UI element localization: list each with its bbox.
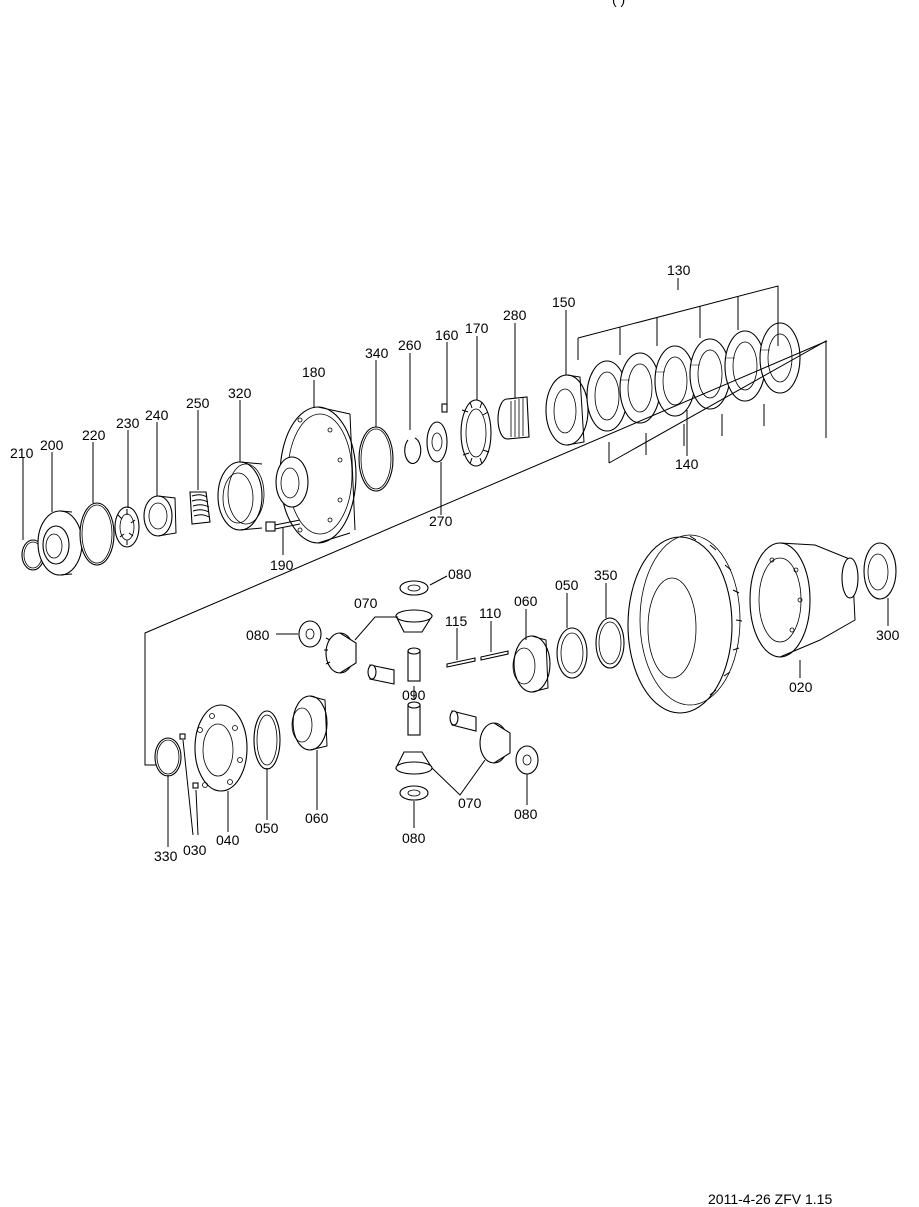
label-110: 110 xyxy=(479,605,502,621)
label-070-a: 070 xyxy=(354,595,378,611)
part-320-bearing xyxy=(217,461,265,531)
label-170: 170 xyxy=(465,320,489,336)
part-090-pins xyxy=(367,647,477,736)
part-340-ring xyxy=(358,426,394,492)
part-270-washer xyxy=(426,421,448,463)
part-170-cage xyxy=(460,399,492,467)
label-300: 300 xyxy=(876,627,900,643)
label-340: 340 xyxy=(365,345,389,361)
part-150-disc xyxy=(545,374,589,446)
part-200-flange xyxy=(37,510,83,576)
bracket-130 xyxy=(577,285,779,360)
part-180-housing xyxy=(275,406,357,544)
label-080-b: 080 xyxy=(246,627,270,643)
label-150: 150 xyxy=(552,294,576,310)
label-130: 130 xyxy=(667,262,691,278)
part-240-race xyxy=(143,495,177,537)
part-070-gear-bottom xyxy=(395,751,433,775)
label-080-a: 080 xyxy=(448,566,472,582)
part-030-screws xyxy=(179,733,199,789)
part-350-washer xyxy=(595,617,625,669)
part-060-gear-left xyxy=(291,695,328,751)
part-080-washer-c xyxy=(399,785,429,801)
label-250: 250 xyxy=(186,395,210,411)
part-070-gear-right xyxy=(479,722,511,764)
part-230-bearing xyxy=(114,506,140,548)
label-140: 140 xyxy=(675,456,699,472)
part-080-washer-d xyxy=(515,745,539,775)
header-fragment: ( ) xyxy=(612,0,625,7)
part-300-bearing xyxy=(863,542,897,600)
label-280: 280 xyxy=(503,307,527,323)
label-180: 180 xyxy=(302,364,326,380)
part-260-snapring xyxy=(404,437,422,465)
label-200: 200 xyxy=(40,437,64,453)
label-160: 160 xyxy=(435,327,459,343)
label-050-b: 050 xyxy=(255,820,279,836)
label-030: 030 xyxy=(183,842,207,858)
part-050-washer-b xyxy=(253,710,281,770)
label-260: 260 xyxy=(398,337,422,353)
label-060-b: 060 xyxy=(305,810,329,826)
part-070-gear-left xyxy=(324,632,357,674)
label-320: 320 xyxy=(228,385,252,401)
assembly-connector-line xyxy=(144,340,828,766)
part-080-washer-b xyxy=(298,620,322,648)
part-190-bolt xyxy=(265,519,301,532)
part-040-cover xyxy=(194,704,248,792)
label-080-d: 080 xyxy=(514,806,538,822)
label-330: 330 xyxy=(154,848,178,864)
label-020: 020 xyxy=(789,679,813,695)
label-080-c: 080 xyxy=(402,830,426,846)
part-250-spring xyxy=(189,491,211,525)
part-160-pin xyxy=(441,403,448,413)
part-130-140-disc-pack xyxy=(586,322,801,432)
label-190: 190 xyxy=(270,557,294,573)
part-labels: 210 200 220 230 240 250 320 180 190 340 … xyxy=(10,262,900,864)
label-230: 230 xyxy=(116,415,140,431)
label-070-b: 070 xyxy=(458,795,482,811)
label-040: 040 xyxy=(216,832,240,848)
label-210: 210 xyxy=(10,445,34,461)
label-115: 115 xyxy=(445,613,468,629)
part-080-washer-a xyxy=(399,580,429,596)
label-240: 240 xyxy=(145,407,169,423)
label-050-a: 050 xyxy=(555,577,579,593)
label-060-a: 060 xyxy=(514,593,538,609)
part-220-oring xyxy=(79,502,115,566)
part-330-oring xyxy=(154,737,182,777)
leader-lines-upper xyxy=(22,278,688,555)
part-280-gear xyxy=(497,396,530,440)
part-020-ring-gear xyxy=(627,534,743,714)
part-050-washer-a xyxy=(556,627,588,679)
part-020-diff-housing xyxy=(749,542,859,658)
part-060-gear-right xyxy=(512,635,551,693)
label-270: 270 xyxy=(429,513,453,529)
part-070-gear-top xyxy=(395,609,433,633)
footer-text: 2011-4-26 ZFV 1.15 xyxy=(708,1191,833,1207)
part-115-110-pins xyxy=(446,650,509,668)
label-090: 090 xyxy=(402,687,426,703)
label-220: 220 xyxy=(82,427,106,443)
label-350: 350 xyxy=(594,567,618,583)
